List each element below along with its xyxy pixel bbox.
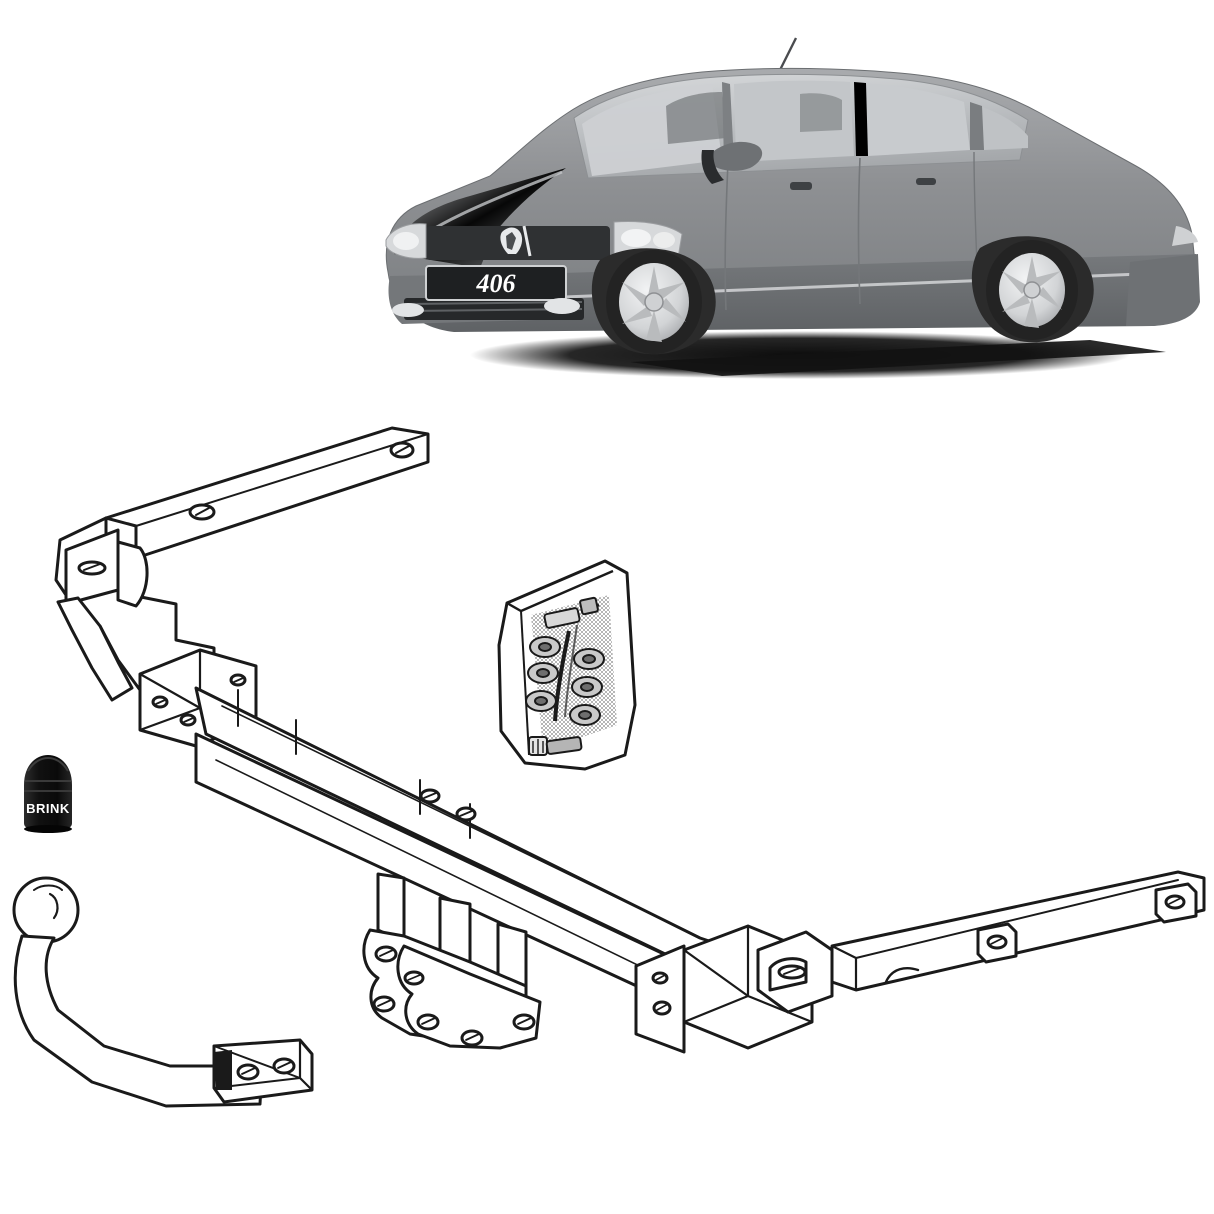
front-end-assembly: 406 xyxy=(385,221,683,324)
left-mounting-arm xyxy=(54,426,430,748)
cap-body xyxy=(24,755,72,833)
right-mounting-arm xyxy=(634,870,1206,1054)
strap-bolt-block-outer xyxy=(1154,882,1198,924)
hex-bolt-lower xyxy=(528,736,583,756)
interior-seats xyxy=(666,92,726,144)
ball-mount-plate xyxy=(362,872,542,1050)
peugeot-lion-icon xyxy=(500,225,532,257)
number-plate-text: 406 xyxy=(476,269,516,298)
fog-light-right xyxy=(544,298,580,314)
interior-headrest xyxy=(800,93,842,132)
rear-bumper xyxy=(1126,254,1200,326)
fitting-hardware-bag xyxy=(485,555,660,780)
strap-bolt-block-inner xyxy=(976,922,1018,964)
c-pillar xyxy=(970,102,984,150)
rear-door-glass xyxy=(866,83,970,156)
b-pillar xyxy=(854,82,868,156)
towbar-svg xyxy=(12,426,1206,1108)
cap-brand-text: BRINK xyxy=(26,801,70,816)
door-shut-rear xyxy=(857,157,861,305)
hex-bolt-upper xyxy=(543,596,600,629)
front-wheel xyxy=(591,248,716,355)
vehicle-photograph: 406 xyxy=(330,10,1214,390)
vehicle-ground-shadow xyxy=(470,331,1166,379)
rear-wheel xyxy=(971,236,1094,343)
front-door-handle xyxy=(790,182,812,190)
ball-cap-svg: BRINK xyxy=(24,755,72,833)
headlight-left xyxy=(385,223,427,259)
tow-ball-swan-neck xyxy=(12,876,314,1108)
washer-set xyxy=(525,636,605,726)
rear-quarter-glass xyxy=(980,106,1028,150)
number-plate: 406 xyxy=(425,265,567,301)
tow-ball-protective-cap: BRINK xyxy=(8,745,88,835)
vehicle-svg: 406 xyxy=(385,37,1200,379)
bag-contents xyxy=(525,595,617,756)
rear-door-handle xyxy=(916,178,936,185)
hardware-bag-svg xyxy=(497,559,637,771)
main-crossbar xyxy=(194,686,738,1034)
wing-mirror xyxy=(701,141,763,184)
a-pillar xyxy=(722,82,734,162)
fog-light-left xyxy=(392,303,424,317)
rear-light xyxy=(1172,226,1198,246)
door-shut-front xyxy=(724,161,729,311)
towbar-assembly-line-drawing xyxy=(0,390,1214,1180)
